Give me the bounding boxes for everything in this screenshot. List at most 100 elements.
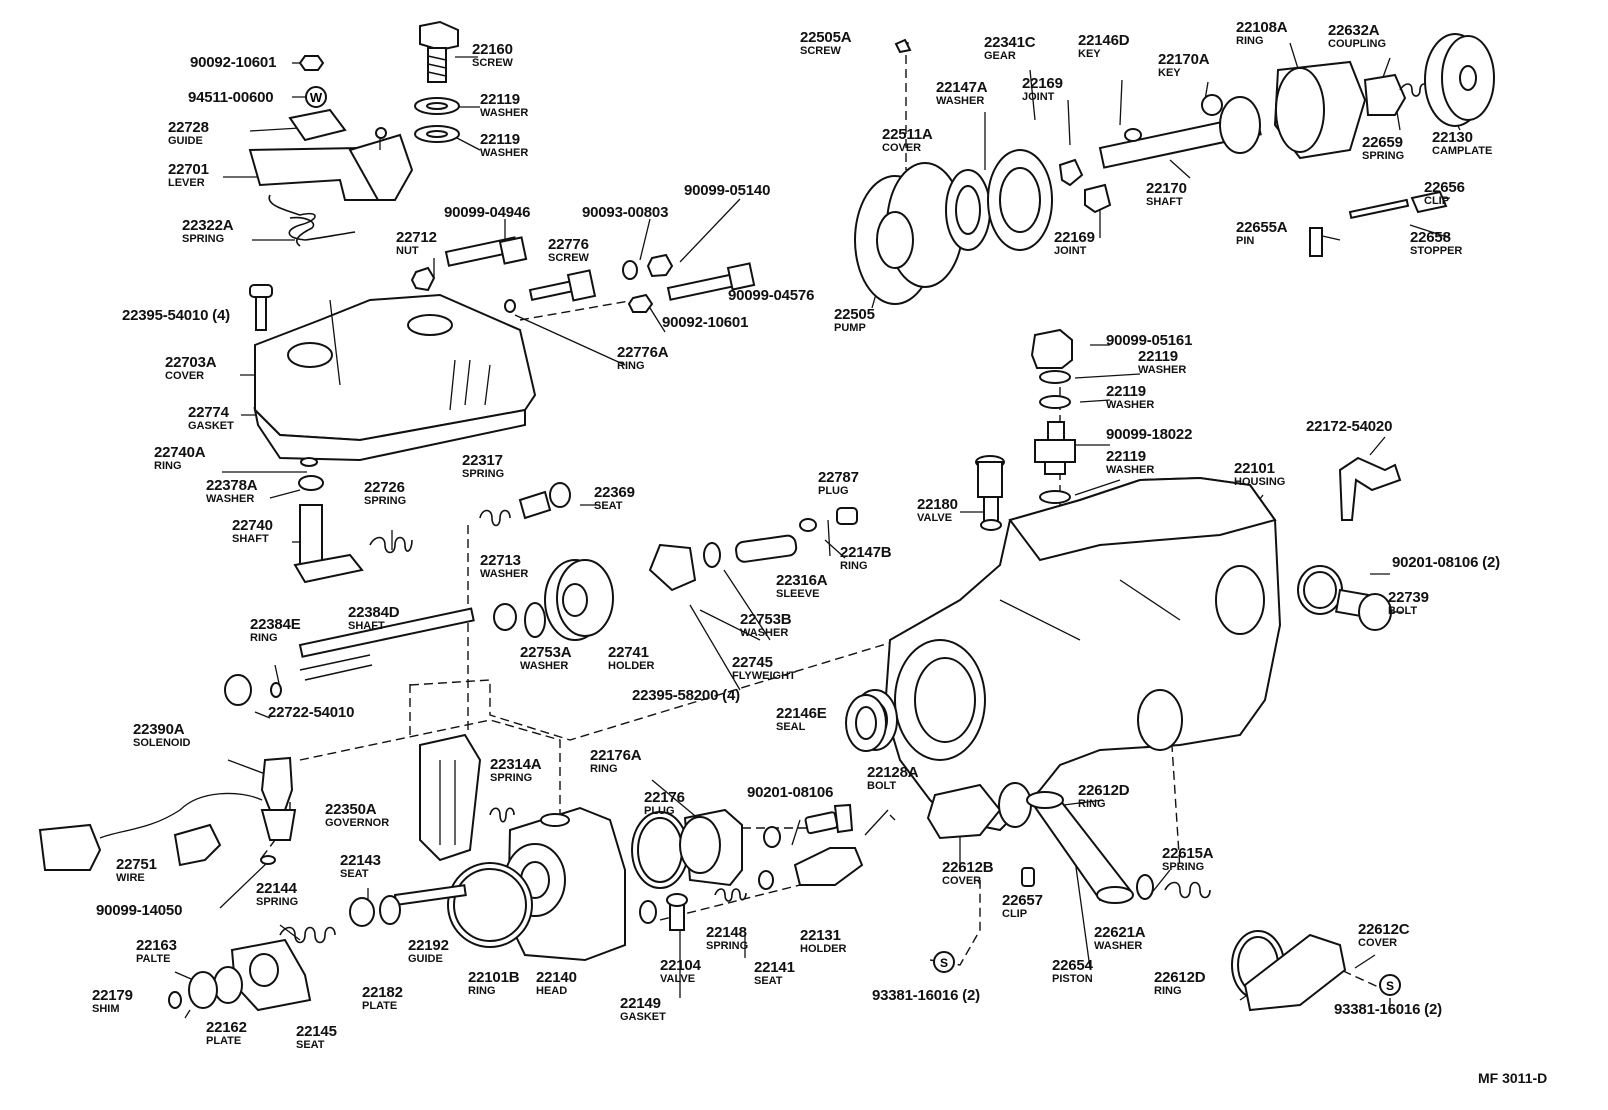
- part-number: 22172-54020: [1306, 418, 1393, 435]
- part-number: 22728: [168, 119, 209, 136]
- part-number: 22160: [472, 41, 513, 58]
- part-number: 22147B: [840, 544, 892, 561]
- part-name: BOLT: [1388, 605, 1418, 617]
- part-number: 22141: [754, 959, 795, 976]
- part-number: 90099-18022: [1106, 426, 1193, 443]
- part-number: 22632A: [1328, 22, 1380, 39]
- part-number: 22505: [834, 306, 875, 323]
- part-number: 22192: [408, 937, 449, 954]
- part-number: 22384E: [250, 616, 301, 633]
- part-number: 90201-08106 (2): [1392, 554, 1500, 571]
- part-name: WASHER: [1106, 464, 1155, 476]
- part-22739-bolt-icon: [1297, 565, 1392, 631]
- part-number: 22149: [620, 995, 661, 1012]
- part-number: 22612B: [942, 859, 994, 876]
- part-number: 22753A: [520, 644, 572, 661]
- part-name: PLATE: [206, 1035, 242, 1047]
- part-number: 22740: [232, 517, 273, 534]
- part-number: 22314A: [490, 756, 542, 773]
- part-name: WASHER: [480, 107, 529, 119]
- part-name: COVER: [942, 875, 982, 887]
- part-number: 22612D: [1078, 782, 1130, 799]
- part-number: 22169: [1054, 229, 1095, 246]
- part-name: RING: [1078, 798, 1106, 810]
- part-number: 93381-16016 (2): [872, 987, 980, 1004]
- part-name: SCREW: [472, 57, 513, 69]
- part-label-90099-14050: 90099-14050: [96, 903, 182, 918]
- part-name: SPRING: [490, 772, 533, 784]
- part-90092-10601-nut-icon: [298, 55, 325, 71]
- part-number: 22163: [136, 937, 177, 954]
- part-name: GUIDE: [168, 135, 203, 147]
- part-number: 22146D: [1078, 32, 1130, 49]
- part-name: SPRING: [256, 896, 299, 908]
- part-name: WASHER: [1138, 364, 1187, 376]
- part-bolt-icon: [249, 236, 756, 331]
- part-number: 22176: [644, 789, 685, 806]
- part-number: 22317: [462, 452, 503, 469]
- part-22322a-spring-icon: [268, 194, 356, 247]
- part-number: 22162: [206, 1019, 247, 1036]
- part-90099-18022-valve-icon: [1030, 328, 1076, 504]
- part-name: PLUG: [818, 485, 849, 497]
- part-22745-flyweight-icon: [648, 507, 858, 592]
- part-number: 90092-10601: [662, 314, 749, 331]
- part-name: RING: [840, 560, 868, 572]
- part-number: 22701: [168, 161, 209, 178]
- part-name: GOVERNOR: [325, 817, 390, 829]
- part-number: 22170: [1146, 180, 1187, 197]
- svg-text:S: S: [940, 956, 948, 970]
- part-number: 22751: [116, 856, 157, 873]
- part-label-90099-18022: 90099-18022: [1106, 427, 1192, 442]
- part-number: 93381-16016 (2): [1334, 1001, 1442, 1018]
- part-name: RING: [1236, 35, 1264, 47]
- part-name: GASKET: [620, 1011, 666, 1023]
- part-number: 22776A: [617, 344, 669, 361]
- part-name: FLYWEIGHT: [732, 670, 796, 682]
- part-name: GEAR: [984, 50, 1016, 62]
- part-name: HEAD: [536, 985, 568, 997]
- part-number: 22182: [362, 984, 403, 1001]
- part-label-22395-54010: 22395-54010 (4): [122, 308, 230, 323]
- part-name: CLIP: [1424, 195, 1450, 207]
- part-number: 22130: [1432, 129, 1473, 146]
- part-name: JOINT: [1022, 91, 1055, 103]
- part-label-90201-08106b: 90201-08106 (2): [1392, 555, 1500, 570]
- part-name: WASHER: [206, 493, 255, 505]
- part-number: 22726: [364, 479, 405, 496]
- part-number: 22378A: [206, 477, 258, 494]
- part-number: 22176A: [590, 747, 642, 764]
- part-name: SLEEVE: [776, 588, 820, 600]
- part-name: PALTE: [136, 953, 171, 965]
- part-label-22172-54020: 22172-54020: [1306, 419, 1392, 434]
- part-label-90093-00803: 90093-00803: [582, 205, 668, 220]
- part-22612c-cover-icon: S S: [933, 930, 1401, 1012]
- part-number: 22722-54010: [268, 704, 355, 721]
- part-94511-00600-washer-icon: W: [305, 86, 327, 108]
- part-name: HOLDER: [608, 660, 655, 672]
- part-number: 22119: [1106, 383, 1146, 400]
